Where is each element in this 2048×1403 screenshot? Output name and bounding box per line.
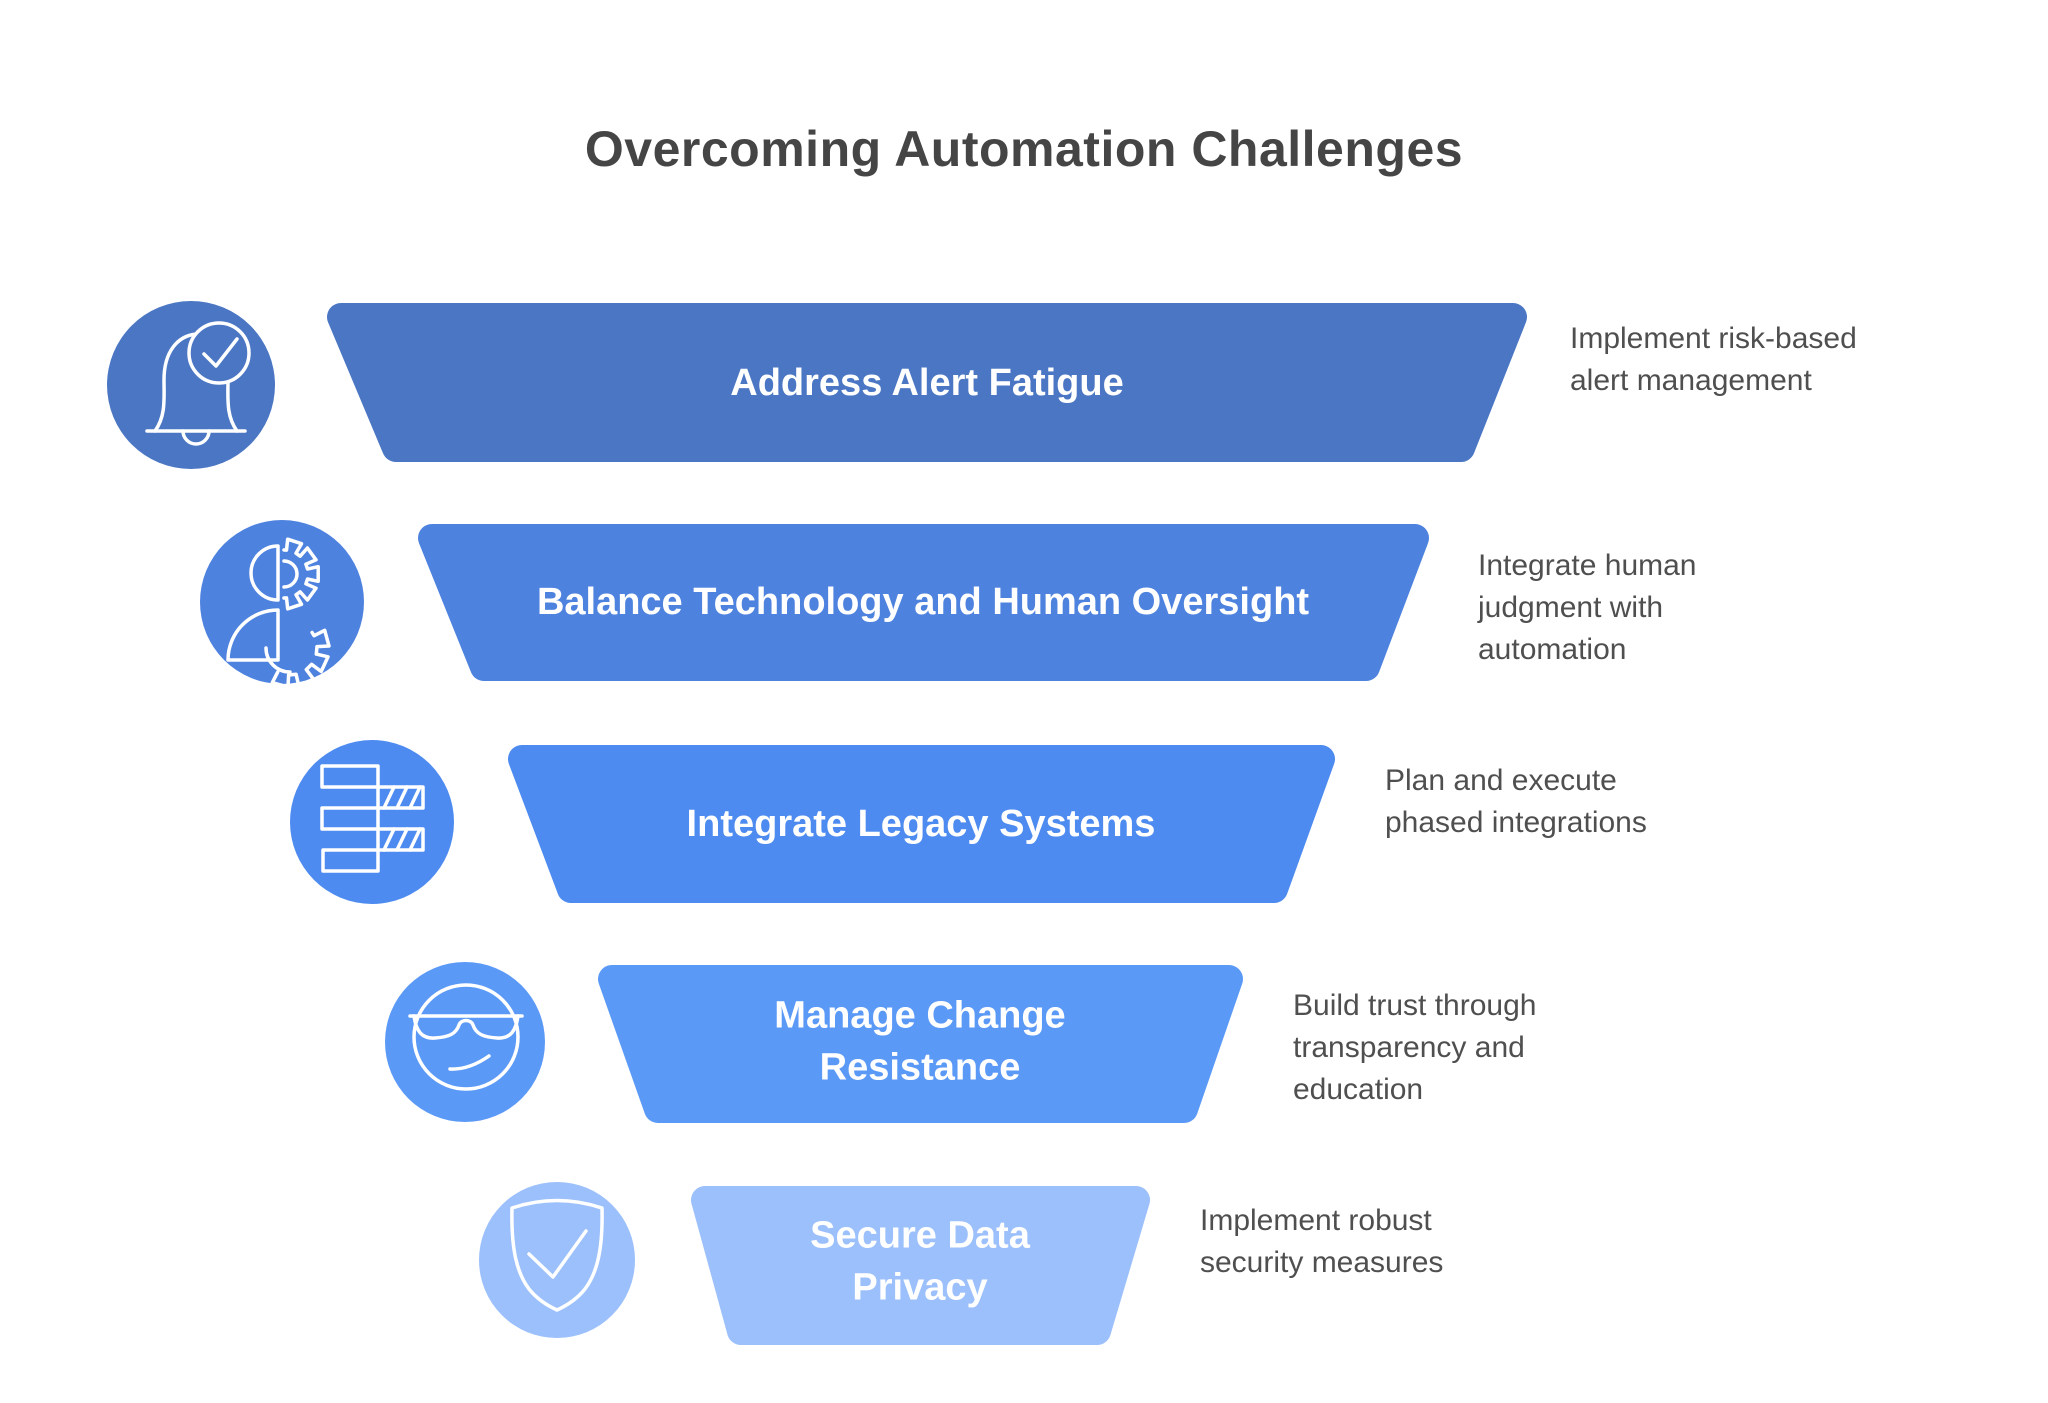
funnel-level-3-shape [508,745,1335,903]
level-4-description: Build trust through transparency and edu… [1293,989,1537,1106]
person-gear-icon [226,537,331,689]
funnel-level-4-shape [598,965,1243,1123]
cool-face-icon [408,983,524,1091]
level-3-description: Plan and execute phased integrations [1385,764,1647,839]
level-2-label: Balance Technology and Human Oversight [536,580,1310,623]
level-3-label: Integrate Legacy Systems [686,802,1156,845]
page-title: Overcoming Automation Challenges [584,121,1464,177]
legacy-blocks-icon [320,764,425,873]
level-5-label: Secure Data Privacy [810,1214,1030,1309]
bell-check-icon [145,321,251,446]
level-5-icon-circle [479,1182,635,1338]
funnel-level-2-shape [418,524,1429,681]
level-2-description: Integrate human judgment with automation [1478,549,1697,666]
level-1-label: Address Alert Fatigue [730,361,1124,404]
level-4-label: Manage Change Resistance [774,994,1066,1089]
level-5-description: Implement robust security measures [1200,1204,1444,1279]
funnel-level-5-shape [691,1186,1150,1345]
level-1-description: Implement risk-based alert management [1570,322,1857,397]
level-2-icon-circle [200,520,364,684]
shield-check-icon [510,1198,604,1312]
funnel-level-1-shape [327,303,1527,462]
level-3-icon-circle [290,740,454,904]
